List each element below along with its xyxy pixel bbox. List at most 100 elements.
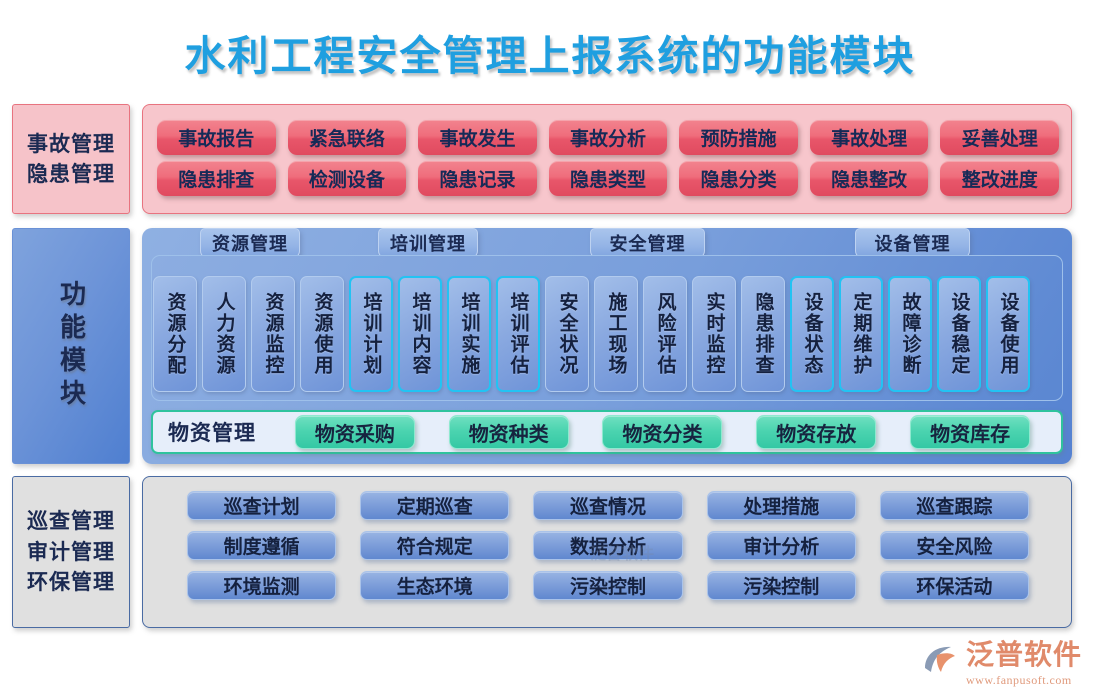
environment-item[interactable]: 污染控制 xyxy=(706,571,856,600)
function-cell[interactable]: 培训实施 xyxy=(447,276,491,392)
material-item[interactable]: 物资分类 xyxy=(602,415,723,449)
function-cell-label: 资源监控 xyxy=(262,292,284,376)
hazard-item[interactable]: 隐患整改 xyxy=(809,161,929,196)
accident-item[interactable]: 事故报告 xyxy=(157,120,276,155)
function-cell-label: 设备稳定 xyxy=(948,292,970,376)
hazard-item[interactable]: 检测设备 xyxy=(287,161,407,196)
inspection-item[interactable]: 巡查计划 xyxy=(187,491,337,520)
inspection-item[interactable]: 处理措施 xyxy=(706,491,856,520)
function-cell[interactable]: 资源使用 xyxy=(300,276,344,392)
environment-item[interactable]: 生态环境 xyxy=(360,571,510,600)
material-item[interactable]: 物资库存 xyxy=(910,415,1031,449)
hazard-item[interactable]: 隐患类型 xyxy=(548,161,668,196)
hazard-item[interactable]: 隐患排查 xyxy=(157,161,276,196)
function-cell-label: 施工现场 xyxy=(605,292,627,376)
function-cell[interactable]: 安全状况 xyxy=(545,276,589,392)
tab-training-management[interactable]: 培训管理 xyxy=(378,228,478,258)
inspection-item[interactable]: 巡查情况 xyxy=(533,491,683,520)
function-cell[interactable]: 资源监控 xyxy=(251,276,295,392)
audit-item[interactable]: 审计分析 xyxy=(706,531,856,560)
accident-item[interactable]: 事故发生 xyxy=(418,120,537,155)
function-cell[interactable]: 故障诊断 xyxy=(888,276,932,392)
inspection-rows: 巡查计划 定期巡查 巡查情况 处理措施 巡查跟踪 制度遵循 符合规定 数据分析 … xyxy=(187,491,1030,611)
inspection-row-3: 环境监测 生态环境 污染控制 污染控制 环保活动 xyxy=(187,571,1030,600)
environment-item[interactable]: 污染控制 xyxy=(533,571,683,600)
function-cell-label: 资源使用 xyxy=(311,292,333,376)
function-cell-label: 设备状态 xyxy=(801,292,823,376)
tab-equipment-management[interactable]: 设备管理 xyxy=(855,228,970,258)
hazard-item[interactable]: 隐患分类 xyxy=(679,161,798,196)
accident-item[interactable]: 预防措施 xyxy=(679,120,798,155)
function-cell[interactable]: 风险评估 xyxy=(643,276,687,392)
accident-item[interactable]: 紧急联络 xyxy=(287,120,407,155)
function-cell-label: 故障诊断 xyxy=(899,292,921,376)
inspection-row-1: 巡查计划 定期巡查 巡查情况 处理措施 巡查跟踪 xyxy=(187,491,1030,520)
function-cell[interactable]: 施工现场 xyxy=(594,276,638,392)
function-group-tabs: 资源管理 培训管理 安全管理 设备管理 xyxy=(142,228,1072,258)
function-cell[interactable]: 设备状态 xyxy=(790,276,834,392)
tab-safety-management[interactable]: 安全管理 xyxy=(590,228,705,258)
function-cell-label: 安全状况 xyxy=(556,292,578,376)
function-cell[interactable]: 实时监控 xyxy=(692,276,736,392)
material-items: 物资采购 物资种类 物资分类 物资存放 物资库存 xyxy=(256,415,1061,449)
function-cell[interactable]: 资源分配 xyxy=(153,276,197,392)
accident-label-line-2: 隐患管理 xyxy=(27,162,115,186)
function-cell[interactable]: 人力资源 xyxy=(202,276,246,392)
material-item[interactable]: 物资存放 xyxy=(756,415,877,449)
page-title: 水利工程安全管理上报系统的功能模块 xyxy=(184,32,916,80)
accident-section-panel: 事故报告 紧急联络 事故发生 事故分析 预防措施 事故处理 妥善处理 隐患排查 … xyxy=(142,104,1072,214)
accident-label-line-1: 事故管理 xyxy=(27,131,115,156)
function-cell-label: 培训实施 xyxy=(458,292,480,376)
logo-company-name: 泛普软件 xyxy=(965,640,1082,671)
audit-item[interactable]: 数据分析 xyxy=(533,531,683,560)
hazard-item[interactable]: 整改进度 xyxy=(940,161,1060,196)
material-item[interactable]: 物资采购 xyxy=(294,415,415,449)
function-cell-label: 培训内容 xyxy=(409,292,431,376)
function-cells-row: 资源分配 人力资源 资源监控 资源使用 培训计划 培训内容 培训实施 培训评估 … xyxy=(153,276,1030,392)
function-cell-label: 设备使用 xyxy=(997,292,1019,376)
function-cell[interactable]: 设备稳定 xyxy=(937,276,981,392)
accident-item[interactable]: 事故分析 xyxy=(548,120,668,155)
function-cell[interactable]: 定期维护 xyxy=(839,276,883,392)
function-cell[interactable]: 培训评估 xyxy=(496,276,540,392)
material-item[interactable]: 物资种类 xyxy=(448,415,569,449)
accident-row-1: 事故报告 紧急联络 事故发生 事故分析 预防措施 事故处理 妥善处理 xyxy=(157,120,1060,155)
environment-item[interactable]: 环保活动 xyxy=(879,571,1030,600)
environment-item[interactable]: 环境监测 xyxy=(187,571,337,600)
accident-section-label: 事故管理 隐患管理 xyxy=(12,104,130,214)
function-cell-label: 培训计划 xyxy=(360,292,382,376)
accident-row-2: 隐患排查 检测设备 隐患记录 隐患类型 隐患分类 隐患整改 整改进度 xyxy=(157,161,1060,196)
function-cell-label: 隐患排查 xyxy=(752,292,774,376)
inspection-row-2: 制度遵循 符合规定 数据分析 审计分析 安全风险 xyxy=(187,531,1030,560)
function-label-text: 功能模块 xyxy=(56,280,86,412)
function-cell[interactable]: 培训计划 xyxy=(349,276,393,392)
function-cell[interactable]: 培训内容 xyxy=(398,276,442,392)
audit-item[interactable]: 安全风险 xyxy=(879,531,1030,560)
function-cell[interactable]: 设备使用 xyxy=(986,276,1030,392)
audit-item[interactable]: 制度遵循 xyxy=(187,531,337,560)
material-management-strip: 物资管理 物资采购 物资种类 物资分类 物资存放 物资库存 xyxy=(151,410,1063,454)
accident-item[interactable]: 事故处理 xyxy=(809,120,929,155)
logo-website-url: www.fanpusoft.com xyxy=(965,673,1072,687)
inspection-label-line-1: 巡查管理 xyxy=(27,509,115,534)
inspection-label-line-2: 审计管理 xyxy=(27,539,115,564)
function-section-label: 功能模块 xyxy=(12,228,130,464)
function-cell-label: 定期维护 xyxy=(850,292,872,376)
inspection-label-line-3: 环保管理 xyxy=(27,570,115,595)
fanpu-logo-icon xyxy=(919,642,959,682)
accident-item[interactable]: 妥善处理 xyxy=(940,120,1060,155)
function-cell-label: 资源分配 xyxy=(164,292,186,376)
inspection-section-panel: 巡查计划 定期巡查 巡查情况 处理措施 巡查跟踪 制度遵循 符合规定 数据分析 … xyxy=(142,476,1072,628)
function-cell-label: 风险评估 xyxy=(654,292,676,376)
function-section-panel: 资源管理 培训管理 安全管理 设备管理 资源分配 人力资源 资源监控 资源使用 … xyxy=(142,228,1072,464)
inspection-item[interactable]: 巡查跟踪 xyxy=(879,491,1030,520)
material-management-label: 物资管理 xyxy=(168,421,256,445)
hazard-item[interactable]: 隐患记录 xyxy=(418,161,537,196)
tab-resource-management[interactable]: 资源管理 xyxy=(200,228,300,258)
inspection-item[interactable]: 定期巡查 xyxy=(360,491,510,520)
function-cell[interactable]: 隐患排查 xyxy=(741,276,785,392)
logo-text-block: 泛普软件 www.fanpusoft.com xyxy=(966,642,1082,688)
function-cell-label: 实时监控 xyxy=(703,292,725,376)
audit-item[interactable]: 符合规定 xyxy=(360,531,510,560)
